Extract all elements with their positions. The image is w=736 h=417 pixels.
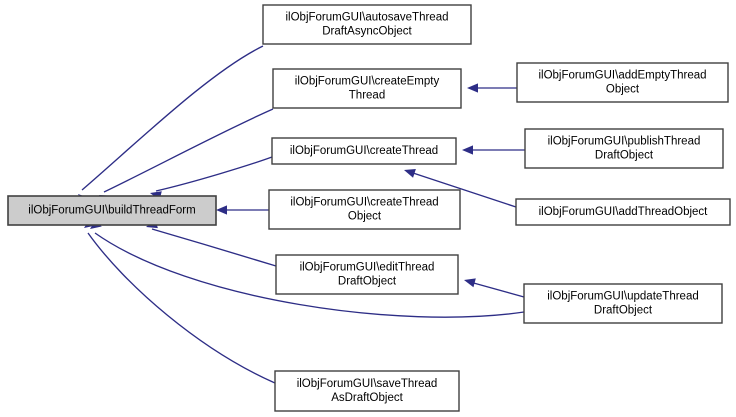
graph-node-buildThreadForm[interactable]: ilObjForumGUI\buildThreadForm <box>7 195 217 226</box>
edge-arrowhead <box>462 145 473 155</box>
edge-line <box>409 171 517 208</box>
node-label-line: ilObjForumGUI\updateThread <box>547 291 698 303</box>
node-box[interactable] <box>524 128 724 169</box>
edge-arrowhead <box>216 205 227 215</box>
node-label-line: ilObjForumGUI\saveThread <box>297 378 438 390</box>
node-label-line: DraftObject <box>338 276 397 288</box>
node-label-line: DraftObject <box>594 305 653 317</box>
call-edge <box>78 45 264 205</box>
node-box[interactable] <box>515 198 731 226</box>
call-edge <box>462 145 525 155</box>
node-box[interactable] <box>262 4 472 45</box>
edge-line <box>87 232 276 384</box>
node-box[interactable] <box>523 283 723 324</box>
node-box[interactable] <box>274 370 460 412</box>
node-box[interactable] <box>272 68 462 109</box>
edge-arrowhead <box>464 278 476 288</box>
node-label-line: ilObjForumGUI\createEmpty <box>295 76 440 88</box>
call-edge <box>464 278 525 298</box>
node-label-line: DraftAsyncObject <box>322 26 412 38</box>
edge-arrowhead <box>404 169 416 178</box>
edge-line <box>469 281 525 298</box>
node-label-line: ilObjForumGUI\addThreadObject <box>539 206 709 218</box>
node-box[interactable] <box>275 254 459 295</box>
edge-line <box>81 45 264 191</box>
call-edge <box>216 205 269 215</box>
edge-line <box>103 108 274 193</box>
call-edge <box>99 108 274 204</box>
call-edge <box>404 169 517 208</box>
node-label-line: ilObjForumGUI\createThread <box>290 197 438 209</box>
node-label-line: ilObjForumGUI\createThread <box>290 145 438 157</box>
node-label-line: Object <box>606 84 640 96</box>
graph-node-createThread[interactable]: ilObjForumGUI\createThread <box>271 137 457 165</box>
call-edge <box>146 219 277 267</box>
node-label-line: ilObjForumGUI\publishThread <box>548 136 701 148</box>
node-label-line: ilObjForumGUI\editThread <box>300 262 435 274</box>
node-label-line: ilObjForumGUI\buildThreadForm <box>28 205 195 217</box>
node-label-line: AsDraftObject <box>331 392 403 404</box>
node-box[interactable] <box>7 195 217 226</box>
graph-node-addThreadObject[interactable]: ilObjForumGUI\addThreadObject <box>515 198 731 226</box>
node-box[interactable] <box>516 62 729 103</box>
node-label-line: Object <box>348 211 382 223</box>
call-edge <box>467 83 517 93</box>
edge-line <box>155 156 273 192</box>
graph-node-autosaveThreadDraftAsyncObject[interactable]: ilObjForumGUI\autosaveThreadDraftAsyncOb… <box>262 4 472 45</box>
node-box[interactable] <box>268 189 461 230</box>
call-edge <box>150 156 273 201</box>
node-label-line: DraftObject <box>595 150 654 162</box>
edge-line <box>151 228 277 267</box>
node-label-line: Thread <box>349 90 385 102</box>
node-box[interactable] <box>271 137 457 165</box>
node-layer: ilObjForumGUI\buildThreadForm ilObjForumG… <box>7 4 731 412</box>
edge-line <box>94 232 525 318</box>
node-label-line: ilObjForumGUI\addEmptyThread <box>538 70 706 82</box>
edge-arrowhead <box>467 83 478 93</box>
node-label-line: ilObjForumGUI\autosaveThread <box>286 12 449 24</box>
